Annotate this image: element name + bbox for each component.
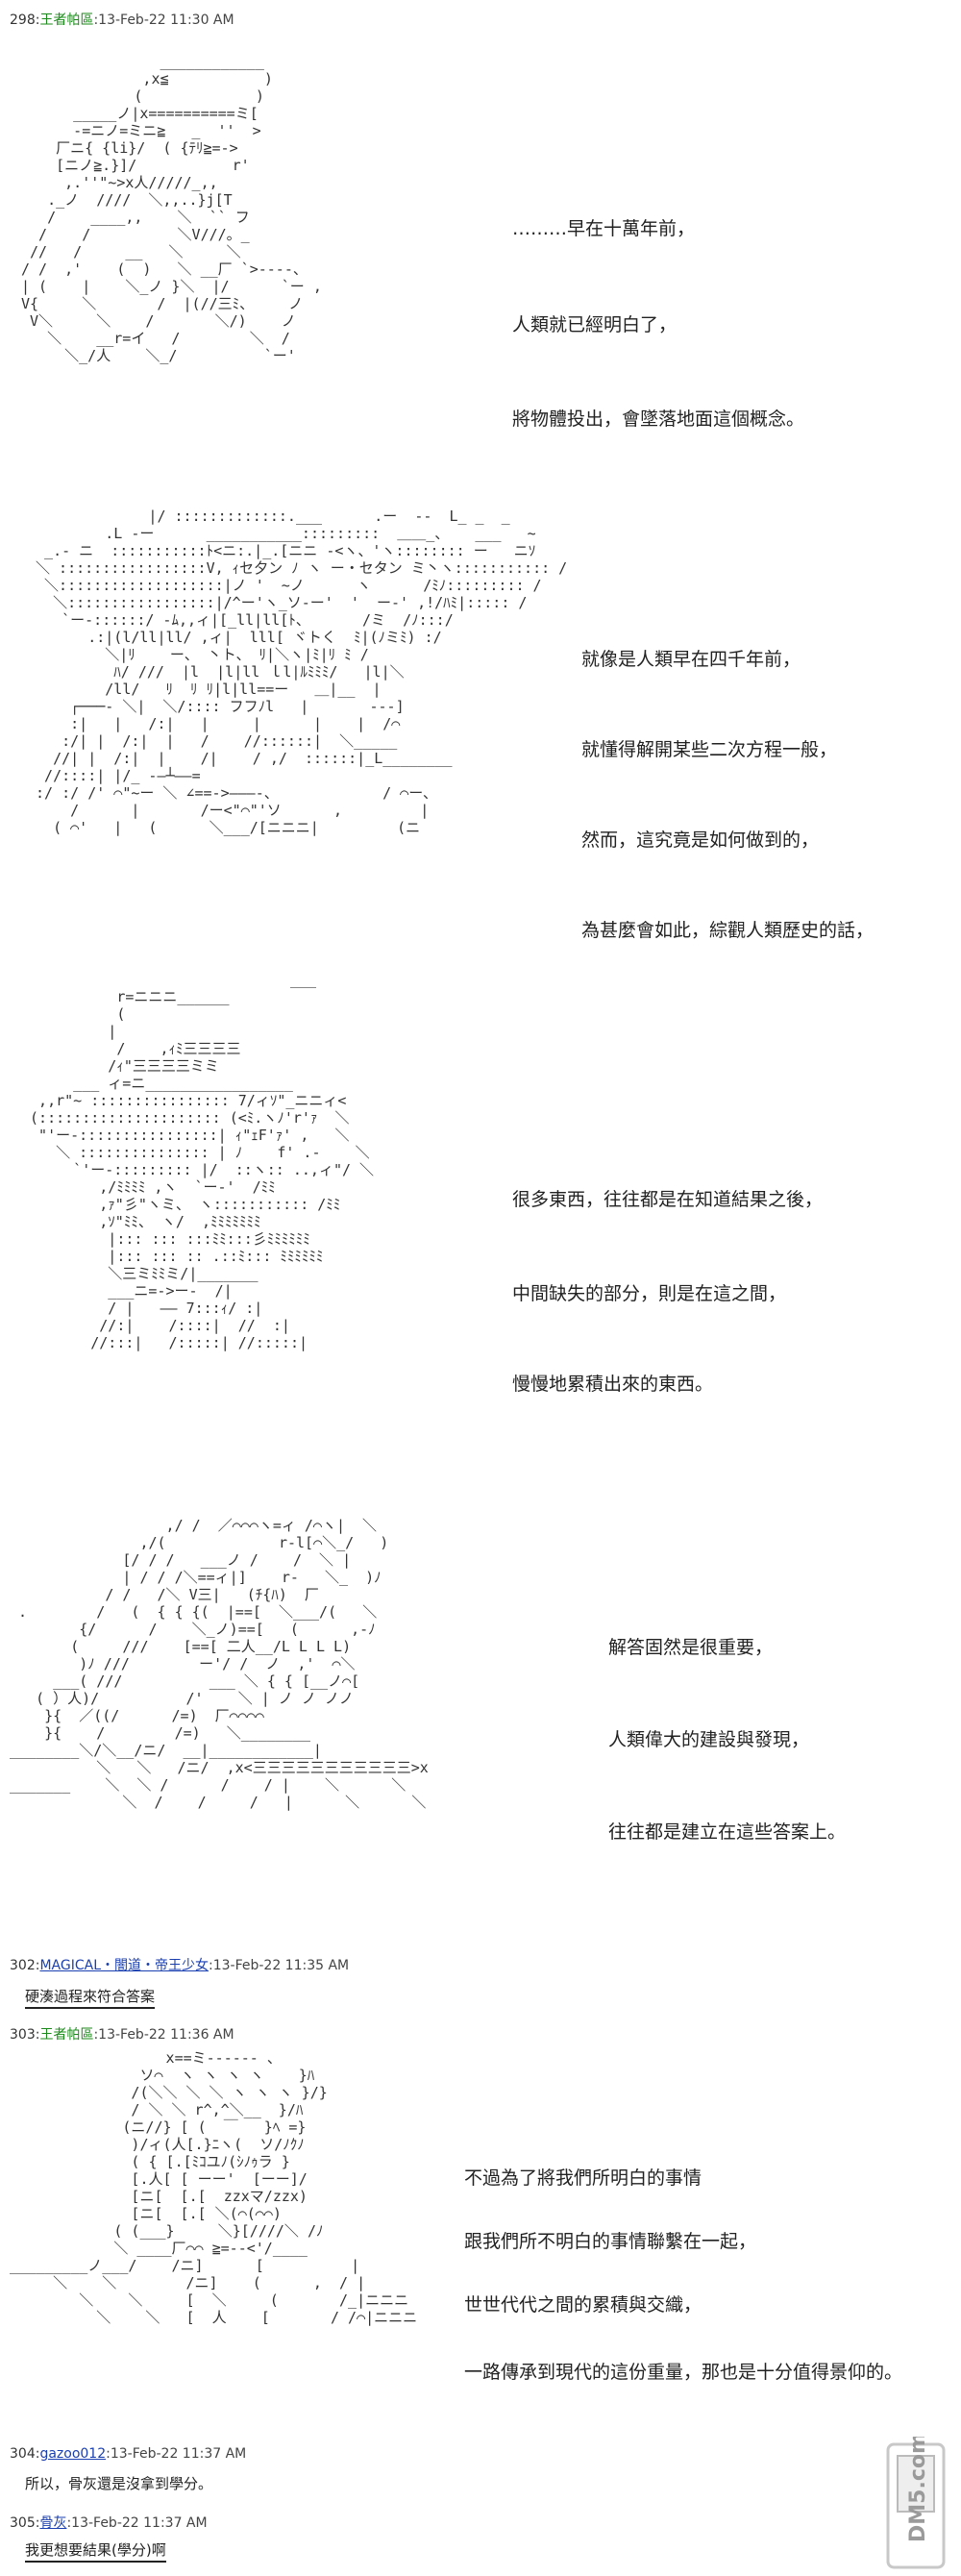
narration-line: 就懂得解開某些二次方程一般，	[581, 739, 838, 760]
narration-line: 中間缺失的部分，則是在這之間，	[512, 1283, 787, 1304]
narration-line: 人類偉大的建設與發現，	[608, 1729, 810, 1750]
watermark-text: DM5.com	[906, 2437, 930, 2542]
narration-line: 將物體投出，會墜落地面這個概念。	[512, 409, 805, 430]
post-number: 305:	[10, 2515, 40, 2531]
dm5-watermark-logo: DM5.com	[886, 2437, 946, 2569]
narration-line: 往往都是建立在這些答案上。	[608, 1821, 847, 1843]
narration-line: ………早在十萬年前，	[512, 218, 696, 239]
narration-line: 跟我們所不明白的事情聯繫在一起，	[464, 2231, 757, 2252]
post-header-302: 302:MAGICAL・闇道・帝王少女:13-Feb-22 11:35 AM	[10, 1955, 349, 1974]
post-number: 302:	[10, 1958, 40, 1973]
post-number: 304:	[10, 2446, 40, 2462]
post-header-304: 304:gazoo012:13-Feb-22 11:37 AM	[10, 2446, 246, 2462]
post-time: :13-Feb-22 11:30 AM	[93, 12, 234, 28]
narration-line: 就像是人類早在四千年前，	[581, 649, 801, 670]
post-author[interactable]: MAGICAL・闇道・帝王少女	[39, 1958, 209, 1973]
post-header-298: 298:王者帕區:13-Feb-22 11:30 AM	[10, 10, 234, 29]
ascii-art-cap-figure: ____________ ,x≦ ) ( ) _____ノ|x=========…	[21, 53, 322, 364]
post-header-305: 305:骨灰:13-Feb-22 11:37 AM	[10, 2513, 208, 2532]
post-number: 298:	[10, 12, 40, 28]
post-time: :13-Feb-22 11:37 AM	[66, 2515, 208, 2531]
post-author[interactable]: 王者帕區	[39, 12, 94, 28]
narration-line: 為甚麼會如此，綜觀人類歷史的話，	[581, 920, 875, 941]
reply-text: 硬湊過程來符合答案	[25, 1986, 156, 2009]
post-number: 303:	[10, 2027, 40, 2043]
post-time: :13-Feb-22 11:36 AM	[93, 2027, 234, 2043]
narration-line: 人類就已經明白了，	[512, 314, 678, 335]
narration-line: 然而，這究竟是如何做到的，	[581, 830, 820, 851]
post-time: :13-Feb-22 11:37 AM	[106, 2446, 247, 2462]
post-author[interactable]: 王者帕區	[39, 2027, 94, 2043]
ascii-art-hat-figure: |/ :::::::::::::.___ .ー -- L_ _ _ .L -ー …	[36, 508, 568, 836]
ascii-art-seated-figure: ,/ / ／⌒⌒⌒ヽ=ィ /⌒ヽ| ＼ ,/( r-l[⌒＼_/ ) [/ / …	[10, 1517, 429, 1811]
post-author[interactable]: gazoo012	[39, 2446, 107, 2462]
narration-line: 慢慢地累積出來的東西。	[512, 1374, 714, 1395]
post-header-303: 303:王者帕區:13-Feb-22 11:36 AM	[10, 2024, 234, 2043]
reply-text: 我更想要結果(學分)啊	[25, 2539, 166, 2563]
narration-line: 一路傳承到現代的這份重量，那也是十分值得景仰的。	[464, 2362, 903, 2383]
post-time: :13-Feb-22 11:35 AM	[209, 1958, 350, 1973]
narration-line: 很多東西，往往都是在知道結果之後，	[512, 1189, 824, 1210]
narration-line: 不過為了將我們所明白的事情	[464, 2167, 702, 2189]
ascii-art-small-figure: x==ミ------ 、 ソ⌒ ヽ ヽ ヽ ヽ }ﾊ /(＼＼ ＼ ＼ ヽ ヽ …	[10, 2049, 418, 2326]
narration-line: 解答固然是很重要，	[608, 1637, 774, 1658]
narration-line: 世世代代之間的累積與交織，	[464, 2294, 702, 2316]
reply-text: 所以，骨灰還是沒拿到學分。	[25, 2475, 213, 2492]
ascii-art-profile-figure: ___ r=ニニニ______ ( | / ,ｨﾐ三三三三 /ｨ"三三三三ミミ …	[30, 971, 375, 1351]
post-author[interactable]: 骨灰	[39, 2515, 67, 2531]
